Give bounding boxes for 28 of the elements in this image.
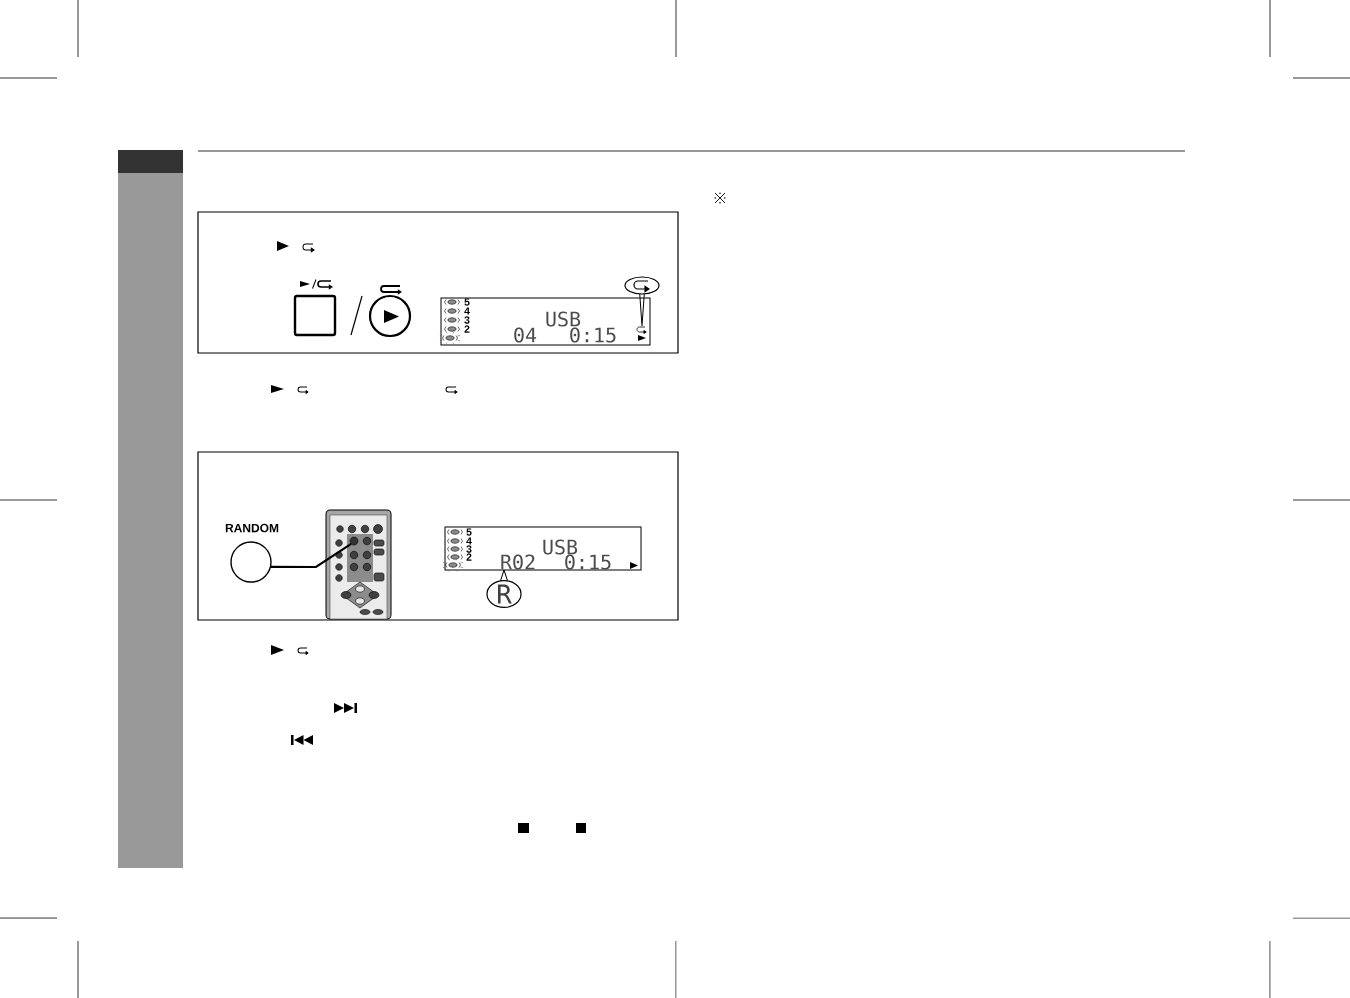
leader-line [500, 569, 508, 582]
remote-button [349, 536, 359, 546]
node-label: 5 [464, 298, 470, 306]
remote-control [325, 509, 392, 620]
side-band [118, 150, 183, 868]
node-label: 3 [464, 316, 470, 324]
illustration-frame [197, 451, 679, 621]
node-label: 0:15 [565, 554, 611, 570]
round-button: RANDOM [225, 523, 279, 583]
node-label: 4 [464, 307, 470, 315]
node-label: 2 [466, 553, 472, 561]
lcd-display: 5 4 3 2 USB 04 0:15 [440, 297, 651, 346]
node-label: 3 [466, 545, 472, 553]
node-label: 0:15 [570, 327, 616, 343]
node-label: R02 [501, 554, 535, 570]
node-label: 5 [466, 528, 472, 536]
leader-line [639, 293, 645, 327]
node-label: 04 [514, 327, 537, 343]
repeat-icon [636, 326, 647, 334]
node-label: RANDOM [225, 523, 279, 533]
node-label: USB [546, 311, 581, 327]
illustration-frame [197, 211, 679, 354]
square-button [293, 294, 337, 337]
callout-oval: R [486, 580, 522, 608]
lcd-display: 5 4 3 2 USB R02 0:15 [444, 526, 642, 571]
node-label: 2 [464, 325, 470, 333]
node-label: 4 [466, 537, 472, 545]
node-label: USB [543, 539, 578, 555]
